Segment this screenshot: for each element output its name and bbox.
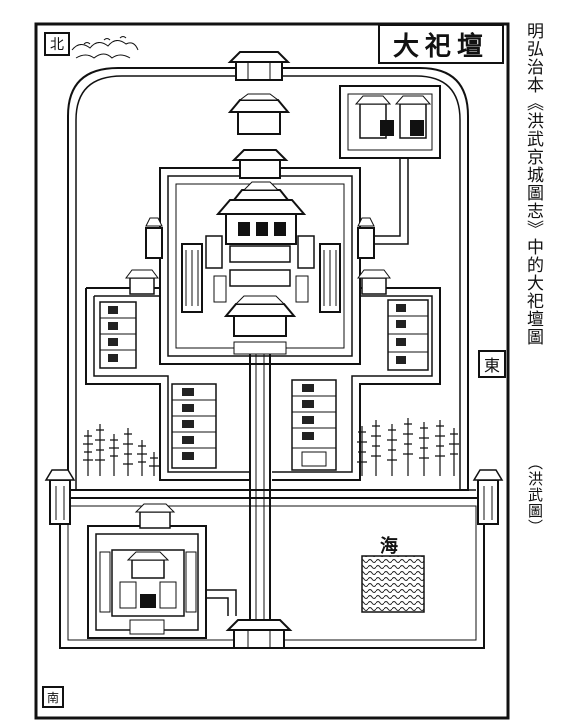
east-mark: 東 [478, 350, 506, 378]
east-hall [297, 235, 341, 313]
storehouse-compound [339, 85, 441, 245]
caption-sub: （洪武圖） [526, 455, 544, 535]
fasting-palace [87, 503, 237, 639]
main-hall [215, 149, 307, 245]
east-wing-buildings [387, 299, 429, 371]
west-gate [145, 217, 163, 259]
lower-east-buildings [291, 379, 337, 471]
trees-west [83, 424, 159, 476]
caption-main: 明弘治本《洪武京城圖志》中的大祀壇圖 [523, 22, 543, 346]
south-mark: 南 [42, 686, 64, 708]
south-main-gate [225, 619, 293, 649]
north-gate [227, 51, 291, 81]
cross-road [68, 489, 476, 499]
wing-pavilion-right [357, 269, 391, 295]
sea-pond [361, 555, 425, 613]
trees-east [357, 418, 459, 476]
central-causeway [249, 354, 271, 628]
center-halls [213, 245, 309, 303]
sea-label: 海 [380, 536, 398, 557]
west-wing-buildings [99, 301, 137, 369]
cross-wall-inner [93, 295, 433, 473]
cloud-decoration [71, 36, 139, 59]
outer-east-gate [472, 469, 504, 525]
precinct-south-gate [223, 295, 297, 355]
east-gate [357, 217, 375, 259]
west-hall [181, 235, 223, 313]
wing-pavilion-left [125, 269, 159, 295]
upper-hall [227, 93, 291, 135]
outer-west-gate [44, 469, 76, 525]
lower-west-buildings [171, 383, 217, 469]
map-title: 大祀壇 [378, 24, 504, 64]
north-mark: 北 [44, 32, 70, 56]
